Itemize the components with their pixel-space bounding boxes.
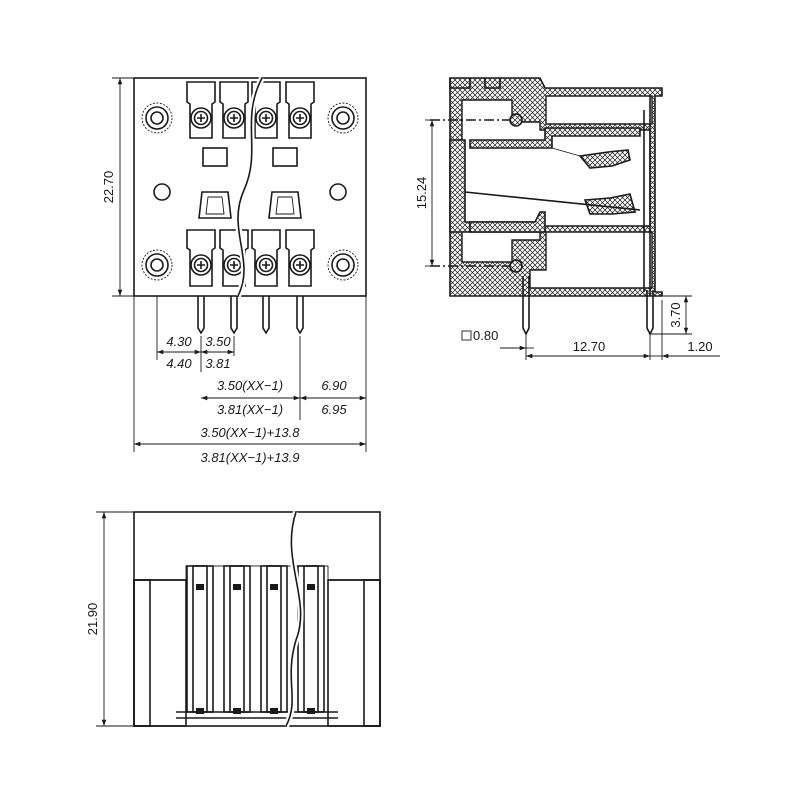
pin-offset-a: 4.30 xyxy=(166,334,192,349)
bottom-housing-outline xyxy=(133,511,381,727)
side-view: 15.24 3.70 0.80 12.70 1.20 xyxy=(414,77,720,360)
front-housing-outline xyxy=(133,77,367,297)
mounting-screw-top-left xyxy=(141,102,173,134)
terminal-row-bottom xyxy=(186,229,315,287)
total-b: 3.81(XX−1)+13.9 xyxy=(200,450,299,465)
mounting-screw-bottom-right xyxy=(327,249,359,281)
mounting-screw-bottom-left xyxy=(141,249,173,281)
wire-window xyxy=(272,147,298,167)
break-line xyxy=(237,77,263,297)
front-height-dim: 22.70 xyxy=(101,171,116,204)
total-a: 3.50(XX−1)+13.8 xyxy=(200,425,300,440)
contact-slots xyxy=(186,565,325,714)
end-a: 6.90 xyxy=(321,378,347,393)
pins xyxy=(197,296,304,335)
mounting-screw-top-right xyxy=(327,102,359,134)
release-slot xyxy=(268,191,302,219)
end-b: 6.95 xyxy=(321,402,347,417)
locating-hole-right xyxy=(329,183,347,201)
span-b: 3.81(XX−1) xyxy=(217,402,283,417)
square-pin-icon xyxy=(461,330,472,341)
side-height-dim: 15.24 xyxy=(414,177,429,210)
pitch-a: 3.50 xyxy=(205,334,231,349)
bottom-height-dim: 21.90 xyxy=(85,603,100,636)
pitch-b: 3.81 xyxy=(205,356,230,371)
pin-length-dim: 3.70 xyxy=(668,302,683,327)
release-slot xyxy=(198,191,232,219)
span-a: 3.50(XX−1) xyxy=(217,378,283,393)
break-line xyxy=(285,511,302,727)
bottom-view: 21.90 xyxy=(85,511,381,728)
pin-square-dim: 0.80 xyxy=(473,328,498,343)
wire-window xyxy=(202,147,228,167)
pin-spacing-dim: 12.70 xyxy=(573,339,606,354)
pin-offset-b: 4.40 xyxy=(166,356,192,371)
pin-end-dim: 1.20 xyxy=(687,339,712,354)
locating-hole-left xyxy=(153,183,171,201)
front-view: 22.70 4.30 4.40 3.50 3.81 3.50(XX−1) 3.8… xyxy=(101,76,367,465)
